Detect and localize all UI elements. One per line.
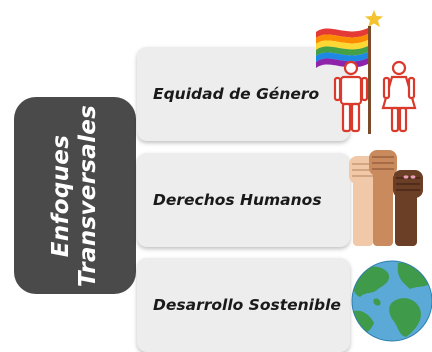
card-label: Desarrollo Sostenible xyxy=(153,296,341,314)
card-label: Equidad de Género xyxy=(153,85,320,103)
card-equidad-genero: Equidad de Género xyxy=(137,47,350,141)
gender-equality-icon xyxy=(316,10,417,134)
side-panel xyxy=(14,97,136,294)
raised-fists-icon xyxy=(349,150,423,246)
side-label: Enfoques Transversales xyxy=(14,97,136,294)
card-label: Derechos Humanos xyxy=(153,191,322,209)
card-derechos-humanos: Derechos Humanos xyxy=(137,153,350,247)
side-label-text: Enfoques Transversales xyxy=(48,104,102,286)
earth-globe-icon xyxy=(351,260,432,342)
card-desarrollo-sostenible: Desarrollo Sostenible xyxy=(137,258,350,352)
side-label-line2: Transversales xyxy=(75,104,101,287)
side-label-line1: Enfoques xyxy=(48,134,74,257)
